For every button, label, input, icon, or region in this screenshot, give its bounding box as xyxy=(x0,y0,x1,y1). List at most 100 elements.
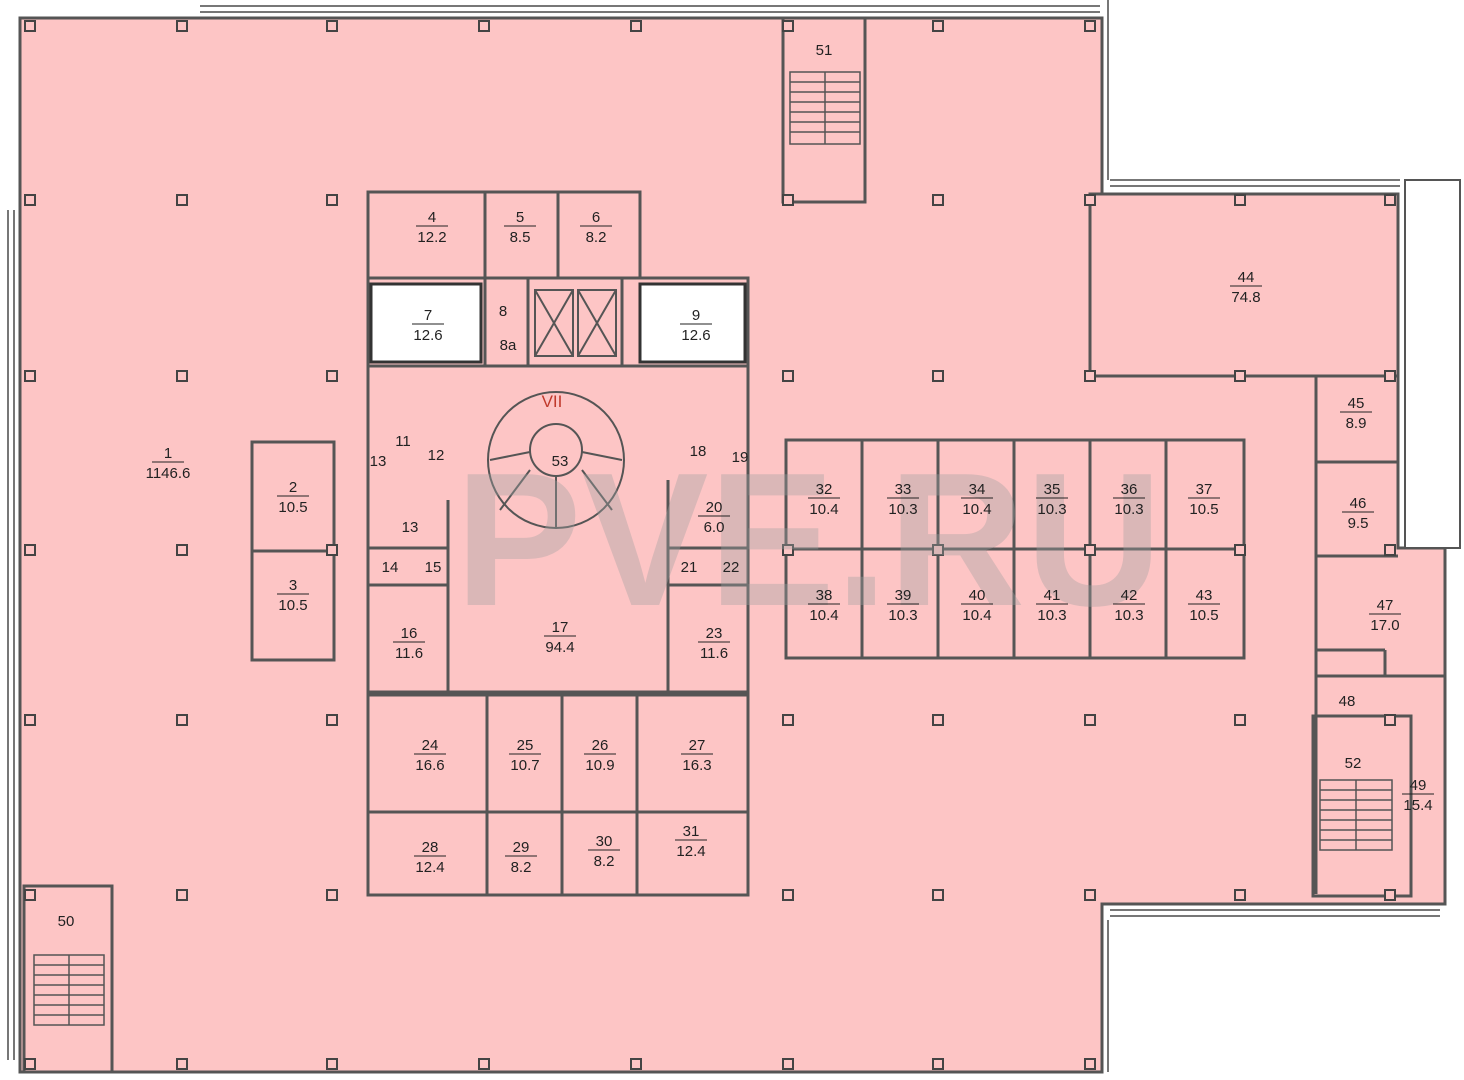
room-area-6: 8.2 xyxy=(586,229,607,246)
room-number-25: 25 xyxy=(517,737,534,754)
column-marker xyxy=(326,370,338,382)
column-marker xyxy=(326,889,338,901)
room-number-4: 4 xyxy=(428,209,436,226)
room-number-27: 27 xyxy=(689,737,706,754)
room-area-5: 8.5 xyxy=(510,229,531,246)
column-marker xyxy=(932,714,944,726)
room-number-2: 2 xyxy=(289,479,297,496)
room-area-25: 10.7 xyxy=(510,757,539,774)
room-number-50: 50 xyxy=(58,913,75,930)
room-area-16: 11.6 xyxy=(395,645,423,662)
room-number-24: 24 xyxy=(422,737,439,754)
column-marker xyxy=(176,714,188,726)
room-number-22: 22 xyxy=(723,559,740,576)
room-number-18: 18 xyxy=(690,443,707,460)
room-area-20: 6.0 xyxy=(704,519,725,536)
room-area-42: 10.3 xyxy=(1114,607,1143,624)
room-number-15: 15 xyxy=(425,559,442,576)
column-marker xyxy=(176,544,188,556)
column-marker xyxy=(1384,370,1396,382)
room-area-46: 9.5 xyxy=(1348,515,1369,532)
room-number-45: 45 xyxy=(1348,395,1365,412)
room-number-3: 3 xyxy=(289,577,297,594)
room-number-8a: 8a xyxy=(500,337,517,354)
room-number-37: 37 xyxy=(1196,481,1213,498)
room-area-32: 10.4 xyxy=(809,501,838,518)
room-area-44: 74.8 xyxy=(1231,289,1260,306)
window-strips xyxy=(7,0,1440,1072)
room-number-44: 44 xyxy=(1238,269,1255,286)
column-marker xyxy=(932,20,944,32)
column-marker xyxy=(782,544,794,556)
room-area-1: 1146.6 xyxy=(146,465,191,482)
column-marker xyxy=(326,1058,338,1070)
column-marker xyxy=(932,889,944,901)
column-marker xyxy=(24,1058,36,1070)
room-area-4: 12.2 xyxy=(417,229,446,246)
column-marker xyxy=(176,889,188,901)
column-marker xyxy=(1234,544,1246,556)
room-number-33: 33 xyxy=(895,481,912,498)
room-area-29: 8.2 xyxy=(511,859,532,876)
column-marker xyxy=(326,714,338,726)
right-open-area xyxy=(1404,179,1461,549)
room-number-20: 20 xyxy=(706,499,723,516)
room-number-34: 34 xyxy=(969,481,986,498)
room-number-31: 31 xyxy=(683,823,700,840)
column-marker xyxy=(1384,714,1396,726)
column-marker xyxy=(630,20,642,32)
column-marker xyxy=(1384,194,1396,206)
room-number-30: 30 xyxy=(596,833,613,850)
room-number-36: 36 xyxy=(1121,481,1138,498)
room-area-17: 94.4 xyxy=(545,639,574,656)
column-marker xyxy=(782,370,794,382)
room-area-28: 12.4 xyxy=(415,859,444,876)
room-number-29: 29 xyxy=(513,839,530,856)
room-number-53: 53 xyxy=(552,453,569,470)
column-marker xyxy=(176,194,188,206)
column-marker xyxy=(1384,889,1396,901)
column-marker xyxy=(1084,194,1096,206)
room-area-2: 10.5 xyxy=(278,499,307,516)
column-marker xyxy=(478,20,490,32)
column-marker xyxy=(630,1058,642,1070)
room-area-23: 11.6 xyxy=(700,645,728,662)
column-marker xyxy=(932,194,944,206)
column-marker xyxy=(1084,544,1096,556)
room-number-19: 19 xyxy=(732,449,749,466)
room-area-43: 10.5 xyxy=(1189,607,1218,624)
room-area-24: 16.6 xyxy=(415,757,444,774)
room-number-1: 1 xyxy=(164,445,172,462)
column-marker xyxy=(932,370,944,382)
column-marker xyxy=(24,544,36,556)
column-marker xyxy=(24,714,36,726)
room-number-23: 23 xyxy=(706,625,723,642)
column-marker xyxy=(1234,194,1246,206)
column-marker xyxy=(326,20,338,32)
room-number-8: 8 xyxy=(499,303,507,320)
room-area-41: 10.3 xyxy=(1037,607,1066,624)
room-number-46: 46 xyxy=(1350,495,1367,512)
room-number-9: 9 xyxy=(692,307,700,324)
column-marker xyxy=(176,370,188,382)
column-marker xyxy=(1084,889,1096,901)
room-number-40: 40 xyxy=(969,587,986,604)
watermark: PVE.RU xyxy=(455,434,1162,646)
column-marker xyxy=(932,544,944,556)
structural-columns xyxy=(24,20,1396,1070)
column-marker xyxy=(24,20,36,32)
column-marker xyxy=(782,714,794,726)
room-area-35: 10.3 xyxy=(1037,501,1066,518)
room-number-47: 47 xyxy=(1377,597,1394,614)
room-number-13: 13 xyxy=(370,453,387,470)
room-number-38: 38 xyxy=(816,587,833,604)
column-marker xyxy=(782,194,794,206)
room-area-49: 15.4 xyxy=(1403,797,1432,814)
column-marker xyxy=(176,20,188,32)
room-number-16: 16 xyxy=(401,625,418,642)
column-marker xyxy=(1084,1058,1096,1070)
room-area-3: 10.5 xyxy=(278,597,307,614)
room-number-49: 49 xyxy=(1410,777,1427,794)
column-marker xyxy=(478,1058,490,1070)
